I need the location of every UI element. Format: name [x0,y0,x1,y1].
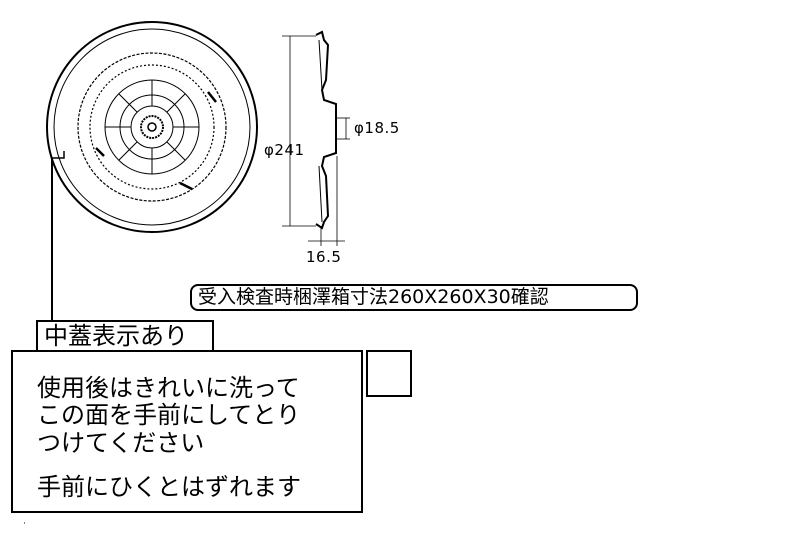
vent-ring-outer [77,52,227,202]
radial-ribs [105,80,199,174]
instruction-line: この面を手前にしてとり [37,401,301,429]
lid-side-view [282,30,350,246]
vent-ring-mid [89,64,215,190]
instruction-line: 使用後はきれいに洗って [37,374,300,402]
section-marker [52,151,65,159]
center-dot [147,122,157,132]
dim-thickness-label: 16.5 [306,248,342,266]
center-cap [140,115,164,139]
dim-center-diameter-label: φ18.5 [354,119,400,137]
inner-lid-label: 中蓋表示あり [36,320,214,352]
dim-outer-diameter-label: φ241 [264,141,305,159]
instruction-line: 手前にひくとはずれます [37,473,301,501]
lid-profile [315,30,337,230]
inspection-note: 受入検査時梱澤箱寸法260X260X30確認 [190,284,638,311]
lid-front-view [46,21,258,233]
instruction-line: つけてください [37,429,205,457]
hub-inner [130,105,174,149]
lid-inner-rim [53,28,251,226]
check-box [366,350,412,397]
lid-profile-inner [318,39,323,223]
lid-outer-rim [46,21,258,233]
instruction-box: 使用後はきれいに洗って この面を手前にしてとり つけてください 手前にひくとはず… [11,350,363,513]
latch-marks [95,91,217,191]
